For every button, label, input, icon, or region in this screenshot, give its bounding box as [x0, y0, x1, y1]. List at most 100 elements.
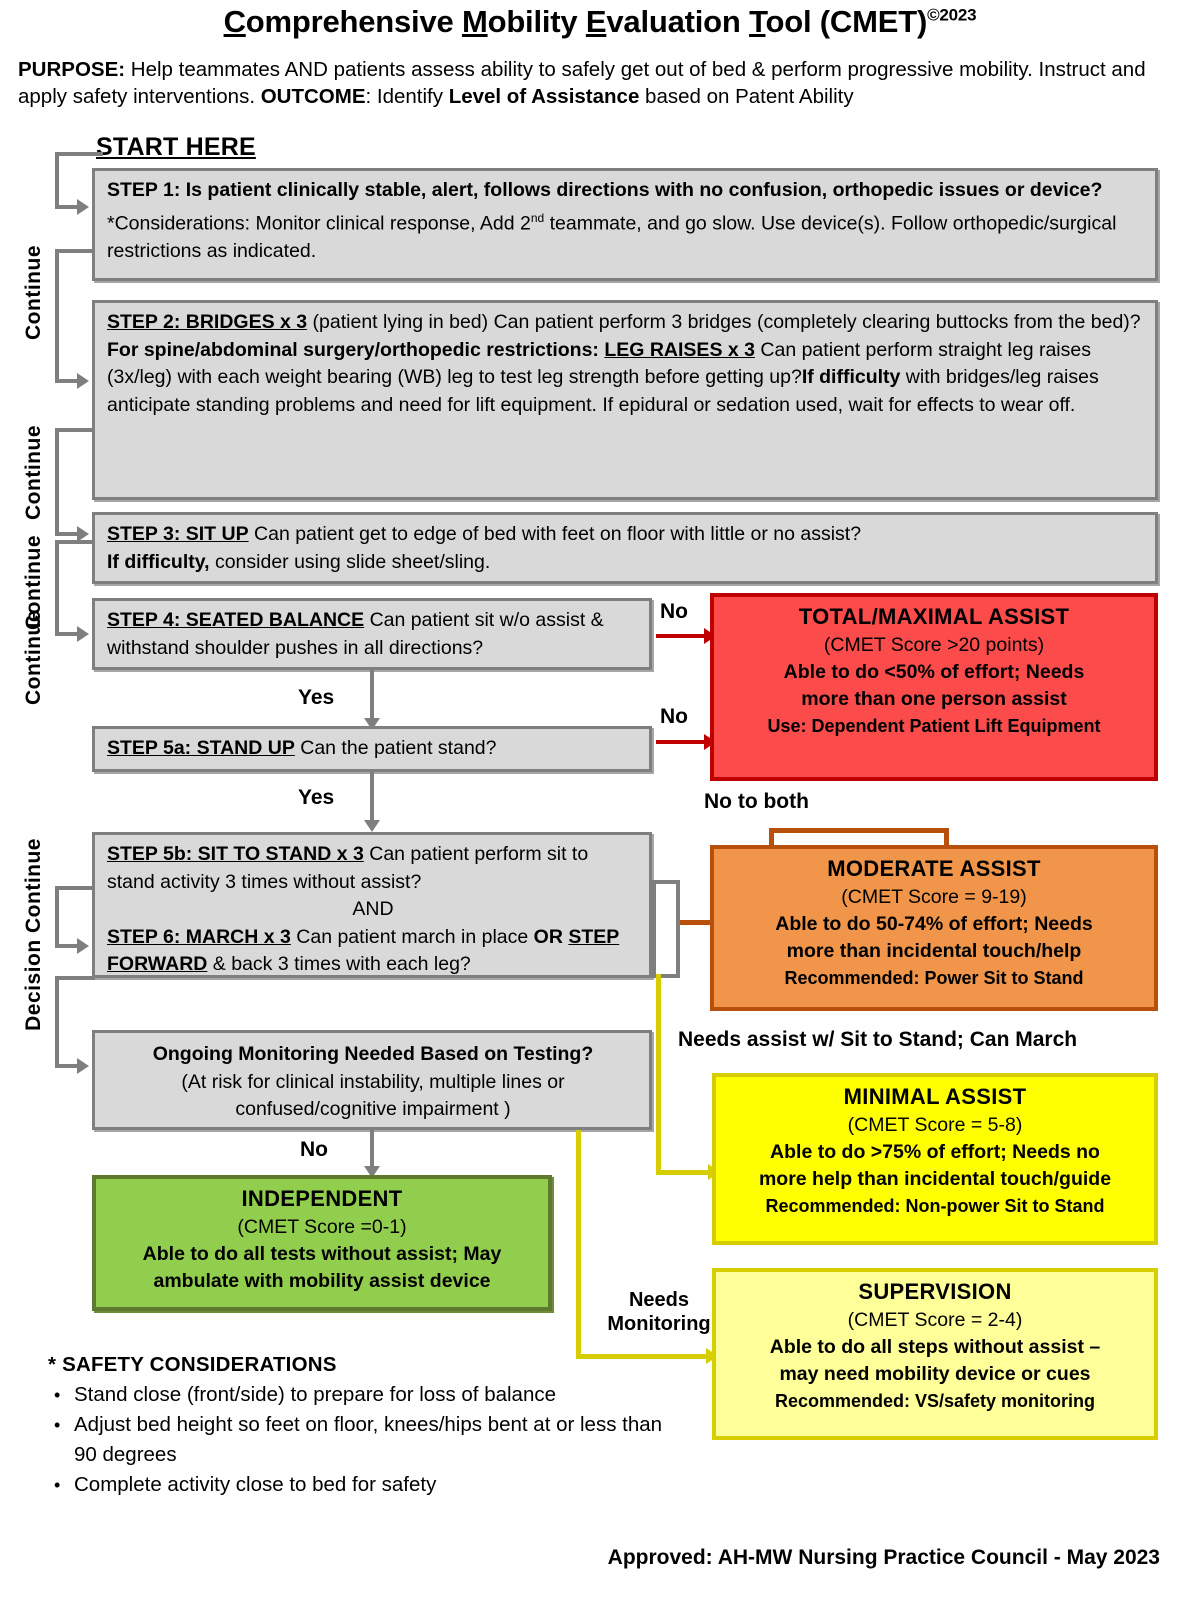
total-max-desc-1: Able to do <50% of effort; Needs: [783, 661, 1085, 683]
continue-label-1: Continue: [22, 245, 45, 340]
continue-label-2: Continue: [22, 425, 45, 520]
step3-bold-b: If difficulty,: [107, 550, 210, 573]
dec1-arrowhead: [77, 938, 89, 954]
yes-label-step4: Yes: [298, 686, 335, 709]
safety-considerations: * SAFETY CONSIDERATIONS Stand close (fro…: [48, 1350, 668, 1500]
step5a-yes-arrowhead: [364, 820, 380, 832]
outcome-total-maximal-assist[interactable]: TOTAL/MAXIMAL ASSIST (CMET Score >20 poi…: [710, 593, 1158, 781]
step5a-text: Can the patient stand?: [294, 737, 497, 759]
purpose-label: PURPOSE:: [18, 58, 126, 81]
outcome-independent[interactable]: INDEPENDENT (CMET Score =0-1) Able to do…: [92, 1175, 552, 1311]
needs-monitoring-line-2: Monitoring: [607, 1313, 711, 1335]
step1-ordinal-sup: nd: [530, 210, 545, 225]
dec1-top: [55, 886, 95, 890]
step-5a-box[interactable]: STEP 5a: STAND UP Can the patient stand?: [92, 726, 652, 772]
dec1-vert: [55, 886, 59, 948]
copyright-year: ©2023: [927, 5, 977, 25]
step5a-yes-line: [370, 772, 374, 824]
step5b-right-stub-v: [652, 880, 656, 978]
moderate-score: (CMET Score = 9-19): [841, 886, 1027, 908]
cont3-top: [55, 540, 95, 544]
cont2-arrowhead: [77, 526, 89, 542]
no-label-monitoring: No: [300, 1138, 328, 1161]
continue-label-4: Continue: [22, 610, 45, 705]
safety-item: Adjust bed height so feet on floor, knee…: [54, 1410, 668, 1470]
step2-text-a: (patient lying in bed) Can patient perfo…: [307, 311, 1141, 333]
needs-assist-march-label: Needs assist w/ Sit to Stand; Can March: [678, 1028, 1078, 1051]
step5b-right-stub-bot: [652, 974, 680, 978]
step-3-box[interactable]: STEP 3: SIT UP Can patient get to edge o…: [92, 512, 1158, 584]
step-4-box[interactable]: STEP 4: SEATED BALANCE Can patient sit w…: [92, 598, 652, 670]
total-max-recommend: Use: Dependent Patient Lift Equipment: [767, 716, 1101, 736]
needs-monitoring-label: Needs Monitoring: [604, 1288, 714, 1336]
ongoing-monitoring-box[interactable]: Ongoing Monitoring Needed Based on Testi…: [92, 1030, 652, 1130]
title-seg2: obility: [487, 4, 586, 39]
outcome-minimal-assist[interactable]: MINIMAL ASSIST (CMET Score = 5-8) Able t…: [712, 1073, 1158, 1245]
step5a-heading: STEP 5a: STAND UP: [107, 737, 295, 759]
step1-line1: STEP 1: Is patient clinically stable, al…: [107, 179, 1103, 201]
step6-or: OR: [533, 925, 563, 948]
step3-text-a: Can patient get to edge of bed with feet…: [248, 523, 862, 545]
outcome-moderate-assist[interactable]: MODERATE ASSIST (CMET Score = 9-19) Able…: [710, 845, 1158, 1011]
step-1-box[interactable]: STEP 1: Is patient clinically stable, al…: [92, 168, 1158, 281]
purpose-statement: PURPOSE: Help teammates AND patients ass…: [18, 56, 1186, 110]
no-to-both-label: No to both: [704, 790, 809, 813]
total-max-title: TOTAL/MAXIMAL ASSIST: [798, 604, 1070, 629]
dec2-top: [55, 976, 95, 980]
start-connector-h2: [55, 205, 79, 209]
supervision-recommend: Recommended: VS/safety monitoring: [774, 1391, 1096, 1411]
supervision-title: SUPERVISION: [858, 1279, 1012, 1304]
orange-conn-h2: [769, 828, 949, 833]
safety-item: Stand close (front/side) to prepare for …: [54, 1380, 668, 1410]
step-2-box[interactable]: STEP 2: BRIDGES x 3 (patient lying in be…: [92, 300, 1158, 500]
step2-bold-c: If difficulty: [801, 366, 901, 388]
step5b-right-stub-top: [652, 880, 680, 884]
step3-text-b: consider using slide sheet/sling.: [209, 550, 491, 573]
page-title: Comprehensive Mobility Evaluation Tool (…: [0, 4, 1200, 40]
orange-conn-v2: [944, 828, 949, 850]
dec2-arrowhead: [77, 1058, 89, 1074]
independent-title: INDEPENDENT: [241, 1186, 403, 1211]
independent-desc-1: Able to do all tests without assist; May: [142, 1243, 502, 1265]
moderate-recommend: Recommended: Power Sit to Stand: [784, 968, 1084, 988]
yellow-conn-h2: [576, 1354, 714, 1359]
minimal-desc-1: Able to do >75% of effort; Needs no: [770, 1141, 1100, 1163]
yellow-conn-v1: [656, 974, 661, 1174]
step2-bold-b: For spine/abdominal surgery/orthopedic r…: [107, 338, 599, 361]
step4-text: Can patient sit w/o assist & withstand s…: [107, 609, 604, 659]
moderate-desc-2: more than incidental touch/help: [786, 940, 1082, 962]
step-5b-box[interactable]: STEP 5b: SIT TO STAND x 3 Can patient pe…: [92, 832, 652, 978]
footer-approval: Approved: AH-MW Nursing Practice Council…: [607, 1546, 1160, 1569]
title-c: C: [223, 4, 246, 39]
title-t: T: [749, 4, 766, 39]
supervision-desc-1: Able to do all steps without assist –: [769, 1336, 1101, 1358]
title-seg3: valuation: [606, 4, 750, 39]
supervision-score: (CMET Score = 2-4): [847, 1309, 1023, 1331]
minimal-desc-2: more help than incidental touch/guide: [758, 1168, 1112, 1190]
step5b-heading: STEP 5b: SIT TO STAND x 3: [107, 843, 364, 865]
monitoring-line-2: (At risk for clinical instability, multi…: [181, 1070, 565, 1093]
step1-line3: teammate, and go slow. Use device(s). Fo…: [107, 212, 1117, 262]
outcome-bold: Level of Assistance: [448, 85, 640, 108]
cont1-top: [55, 249, 95, 253]
step5b-and: AND: [352, 898, 394, 920]
cont3-vert: [55, 540, 59, 636]
step4-yes-line: [370, 670, 374, 722]
minimal-title: MINIMAL ASSIST: [843, 1084, 1027, 1109]
minimal-score: (CMET Score = 5-8): [847, 1114, 1023, 1136]
outcome-supervision[interactable]: SUPERVISION (CMET Score = 2-4) Able to d…: [712, 1268, 1158, 1440]
step5b-text-a: Can patient perform sit to stand activit…: [107, 843, 589, 893]
step-forward-text: & back 3 times with each leg?: [207, 953, 471, 975]
monitoring-line-1: Ongoing Monitoring Needed Based on Testi…: [152, 1043, 594, 1065]
supervision-desc-2: may need mobility device or cues: [779, 1363, 1091, 1385]
step6-heading: STEP 6: MARCH x 3: [107, 925, 291, 948]
independent-desc-2: ambulate with mobility assist device: [153, 1270, 491, 1292]
moderate-title: MODERATE ASSIST: [827, 856, 1041, 881]
cont3-arrowhead: [77, 626, 89, 642]
moderate-desc-1: Able to do 50-74% of effort; Needs: [775, 913, 1093, 935]
step2-text-d: with bridges/leg raises anticipate stand…: [107, 366, 1099, 416]
independent-score: (CMET Score =0-1): [237, 1216, 407, 1238]
outcome-label: OUTCOME: [260, 85, 366, 108]
cont2-top: [55, 428, 95, 432]
